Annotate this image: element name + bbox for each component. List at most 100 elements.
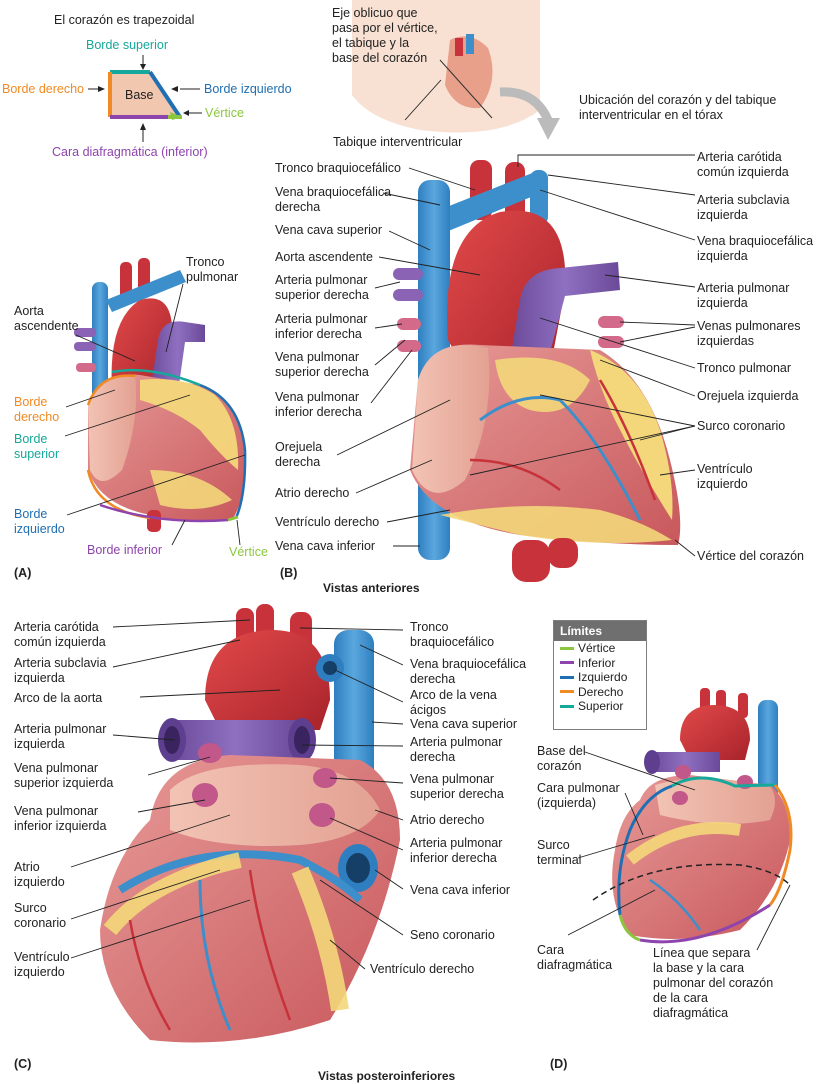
- label-d-cd-line2: diafragmática: [537, 958, 613, 972]
- legend-item-superior: Superior: [554, 699, 646, 714]
- label-c-vena-cava-inferior: Vena cava inferior: [410, 883, 511, 897]
- label-d-base-corazon: Base del corazón: [537, 744, 586, 774]
- label-b-vbi-line2: izquierda: [697, 249, 748, 263]
- label-c-arteria-pulmonar-inferior-derecha: Arteria pulmonar inferior derecha: [410, 836, 502, 866]
- label-c-vpii-line1: Vena pulmonar: [14, 804, 99, 818]
- legend-swatch: [560, 690, 574, 694]
- legend-item-izquierdo: Izquierdo: [554, 670, 646, 685]
- label-b-tabique: Tabique interventricular: [333, 135, 463, 149]
- label-d-linea-separa: Línea que separa la base y la cara pulmo…: [653, 946, 773, 1021]
- label-c-apid-line1: Arteria pulmonar: [410, 836, 503, 850]
- label-b-ubicacion: Ubicación del corazón y del tabique inte…: [579, 93, 776, 123]
- label-c-vpsi-line1: Vena pulmonar: [14, 761, 99, 775]
- heart-anterior-small: [74, 258, 247, 532]
- label-b-subclavia-line2: izquierda: [697, 208, 748, 222]
- label-c-vena-braquiocefalica-derecha: Vena braquiocefálica derecha: [410, 657, 526, 687]
- label-c-acigos-line2: ácigos: [410, 703, 447, 717]
- trapezoid-title: El corazón es trapezoidal: [54, 13, 195, 27]
- panel-letter-a: (A): [14, 566, 32, 580]
- label-b-vbd-line1: Vena braquiocefálica: [275, 185, 392, 199]
- leader-lines: [64, 79, 791, 970]
- label-c-arteria-subclavia: Arteria subclavia izquierda: [14, 656, 106, 686]
- label-base: Base: [125, 88, 154, 102]
- label-c-ai-line1: Atrio: [14, 860, 40, 874]
- label-d-cara-pulmonar: Cara pulmonar (izquierda): [537, 781, 620, 811]
- legend-label: Inferior: [578, 655, 616, 670]
- label-c-seno-coronario: Seno coronario: [410, 928, 495, 942]
- label-d-cara-pulmonar-line1: Cara pulmonar: [537, 781, 620, 795]
- label-c-vpii-line2: inferior izquierda: [14, 819, 107, 833]
- label-d-linea-line4: de la cara: [653, 991, 708, 1005]
- label-b-orejuela-izquierda: Orejuela izquierda: [697, 389, 799, 403]
- panel-letter-b: (B): [280, 566, 298, 580]
- label-b-subclavia-line1: Arteria subclavia: [697, 193, 790, 207]
- label-c-vi-line1: Ventrículo: [14, 950, 70, 964]
- heart-posterior-borders: [592, 688, 793, 944]
- label-c-sc-line1: Surco: [14, 901, 47, 915]
- thorax-inset: [352, 0, 560, 140]
- label-b-apsd-line2: superior derecha: [275, 288, 369, 302]
- panel-letter-c: (C): [14, 1057, 32, 1071]
- label-borde-izquierdo: Borde izquierdo: [204, 82, 292, 96]
- label-cara-diafragmatica: Cara diafragmática (inferior): [52, 145, 208, 159]
- label-c-api-line1: Arteria pulmonar: [14, 722, 107, 736]
- label-d-linea-line1: Línea que separa: [653, 946, 751, 960]
- label-b-vena-cava-inferior: Vena cava inferior: [275, 539, 376, 553]
- label-b-tronco-pulmonar: Tronco pulmonar: [697, 361, 792, 375]
- heart-anterior-large: [393, 160, 681, 582]
- label-c-vena-pulmonar-superior-derecha: Vena pulmonar superior derecha: [410, 772, 504, 802]
- label-c-apd-line2: derecha: [410, 750, 456, 764]
- label-d-cara-pulmonar-line2: (izquierda): [537, 796, 597, 810]
- label-a-borde-izquierdo: Borde izquierdo: [14, 507, 65, 537]
- label-b-apsd-line1: Arteria pulmonar: [275, 273, 368, 287]
- label-b-vena-braquiocefalica-derecha: Vena braquiocefálica derecha: [275, 185, 391, 215]
- label-c-subclavia-line1: Arteria subclavia: [14, 656, 107, 670]
- label-b-vena-pulmonar-inferior-derecha: Vena pulmonar inferior derecha: [275, 390, 362, 420]
- label-b-carotida-line2: común izquierda: [697, 165, 789, 179]
- label-b-vpsd-line1: Vena pulmonar: [275, 350, 360, 364]
- label-b-vpi-line1: Venas pulmonares: [697, 319, 801, 333]
- label-b-vi-line2: izquierdo: [697, 477, 748, 491]
- label-b-vena-cava-superior: Vena cava superior: [275, 223, 383, 237]
- label-a-borde-inferior: Borde inferior: [87, 543, 163, 557]
- heart-posterior: [100, 604, 400, 1043]
- legend-label: Vértice: [578, 641, 616, 656]
- legend-swatch: [560, 704, 574, 708]
- label-d-linea-line5: diafragmática: [653, 1006, 729, 1020]
- label-d-linea-line2: la base y la cara: [653, 961, 745, 975]
- label-c-arteria-pulmonar-derecha: Arteria pulmonar derecha: [410, 735, 502, 765]
- label-a-tronco-pulmonar-line1: Tronco: [186, 255, 225, 269]
- label-a-aorta-ascendente: Aorta ascendente: [14, 304, 79, 334]
- legend-item-vértice: Vértice: [554, 641, 646, 656]
- label-a-borde-izquierdo-line2: izquierdo: [14, 522, 65, 536]
- label-b-apid-line1: Arteria pulmonar: [275, 312, 368, 326]
- label-b-eje-line1: Eje oblicuo que: [332, 6, 418, 20]
- label-a-borde-superior-line2: superior: [14, 447, 60, 461]
- label-b-apid-line2: inferior derecha: [275, 327, 362, 341]
- label-c-tronco-braquiocefalico: Tronco braquiocefálico: [410, 620, 494, 650]
- label-b-vbd-line2: derecha: [275, 200, 321, 214]
- label-c-surco-coronario: Surco coronario: [14, 901, 66, 931]
- label-a-vertice: Vértice: [229, 545, 268, 559]
- caption-vistas-anteriores: Vistas anteriores: [323, 581, 420, 595]
- label-c-atrio-derecho: Atrio derecho: [410, 813, 485, 827]
- label-c-arco-aorta: Arco de la aorta: [14, 691, 103, 705]
- label-b-eje-line4: base del corazón: [332, 51, 428, 65]
- label-d-cara-diafragmatica: Cara diafragmática: [537, 943, 612, 973]
- legend-item-inferior: Inferior: [554, 656, 646, 671]
- label-c-arteria-pulmonar-izquierda: Arteria pulmonar izquierda: [14, 722, 106, 752]
- label-b-vpi-line2: izquierdas: [697, 334, 754, 348]
- caption-vistas-posteroinferiores: Vistas posteroinferiores: [318, 1069, 456, 1083]
- label-d-surco-line1: Surco: [537, 838, 570, 852]
- label-a-borde-derecho-line1: Borde: [14, 395, 48, 409]
- label-c-ai-line2: izquierdo: [14, 875, 65, 889]
- label-c-carotida-line2: común izquierda: [14, 635, 106, 649]
- label-c-vbd-line1: Vena braquiocefálica: [410, 657, 527, 671]
- label-d-cd-line1: Cara: [537, 943, 565, 957]
- label-c-ventriculo-izquierdo: Ventrículo izquierdo: [14, 950, 70, 980]
- label-b-vena-pulmonar-superior-derecha: Vena pulmonar superior derecha: [275, 350, 369, 380]
- label-b-arteria-subclavia: Arteria subclavia izquierda: [697, 193, 789, 223]
- label-c-acigos-line1: Arco de la vena: [410, 688, 497, 702]
